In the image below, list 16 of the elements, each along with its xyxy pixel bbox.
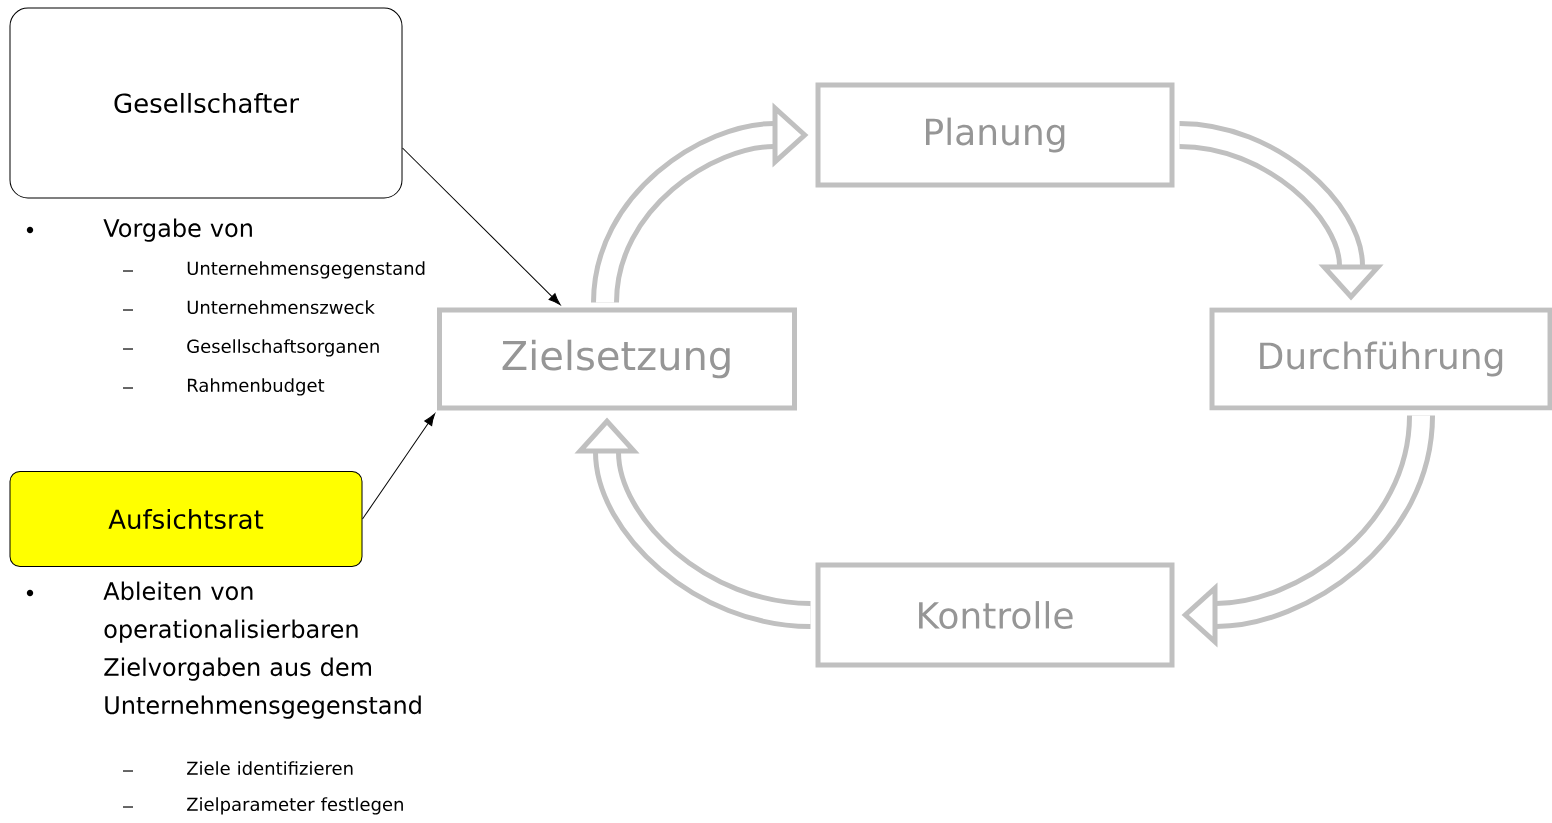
list-item: Rahmenbudget: [188, 378, 325, 396]
list-item: Ableiten von operationalisierbaren Zielvorgaben aus dem Unternehmensgegenstand: [103, 581, 421, 719]
arrow: [402, 147, 561, 306]
rounded-box: Gesellschafter: [9, 7, 403, 199]
process-box: Durchführung: [1209, 307, 1552, 411]
list-item: Unternehmensgegenstand: [187, 261, 425, 279]
list-item: Zielparameter festlegen: [187, 797, 403, 815]
process-box: Planung: [815, 82, 1175, 188]
list-item: Vorgabe von: [103, 218, 252, 242]
list-item: Ziele identifizieren: [187, 761, 353, 776]
process-box: Zielsetzung: [437, 307, 797, 411]
list-item: Gesellschaftsorganen: [187, 339, 379, 357]
arrow: [362, 413, 436, 520]
process-box: Kontrolle: [815, 562, 1175, 668]
highlighted-box: Aufsichtsrat: [9, 471, 363, 567]
list-item: Unternehmenszweck: [187, 300, 375, 315]
